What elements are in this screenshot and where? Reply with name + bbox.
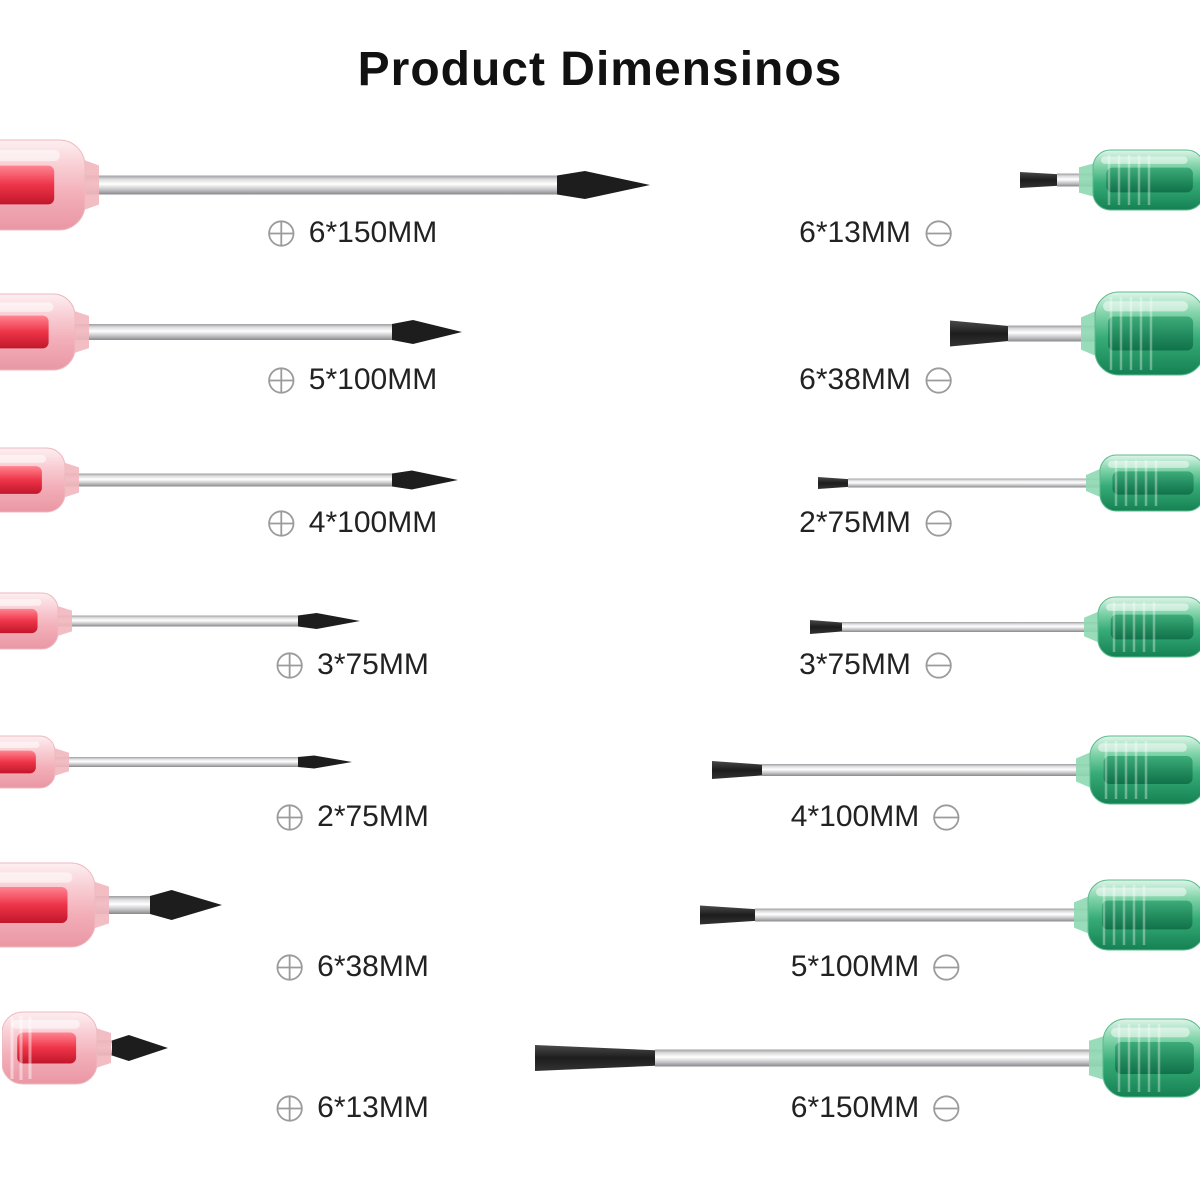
page-title: Product Dimensinos [357, 43, 843, 96]
phillips-screwdriver-6x150mm [0, 139, 650, 231]
size-text: 6*150MM [308, 216, 438, 249]
size-text: 6*13MM [317, 1091, 429, 1124]
dimension-label-phillips-6x38mm: 6*38MM [275, 950, 429, 984]
size-text: 3*75MM [317, 648, 429, 681]
slotted-circle-icon [924, 366, 953, 395]
size-text: 6*38MM [799, 363, 911, 396]
phillips-circle-icon [267, 366, 296, 395]
size-text: 5*100MM [308, 363, 438, 396]
dimension-label-slotted-4x100mm: 4*100MM [791, 800, 961, 834]
slotted-screwdriver-3x75mm [810, 596, 1200, 658]
slotted-circle-icon [932, 1094, 961, 1123]
phillips-circle-icon [275, 651, 304, 680]
slotted-screwdriver-2x75mm [818, 454, 1200, 512]
phillips-circle-icon [267, 219, 296, 248]
phillips-screwdriver-6x13mm [2, 1011, 168, 1085]
slotted-screwdriver-4x100mm [712, 735, 1200, 805]
dimension-label-phillips-4x100mm: 4*100MM [267, 506, 437, 540]
phillips-screwdriver-5x100mm [0, 293, 462, 371]
size-text: 2*75MM [317, 800, 429, 833]
size-text: 6*38MM [317, 950, 429, 983]
slotted-circle-icon [924, 651, 953, 680]
size-text: 5*100MM [790, 950, 920, 983]
dimension-label-slotted-6x150mm: 6*150MM [791, 1091, 961, 1125]
phillips-screwdriver-2x75mm [0, 735, 352, 789]
dimension-label-phillips-6x13mm: 6*13MM [275, 1091, 429, 1125]
slotted-screwdriver-5x100mm [700, 879, 1200, 951]
phillips-screwdriver-4x100mm [0, 447, 458, 513]
slotted-circle-icon [924, 509, 953, 538]
slotted-screwdriver-6x13mm [1020, 149, 1200, 211]
size-text: 6*13MM [799, 216, 911, 249]
slotted-circle-icon [932, 953, 961, 982]
phillips-circle-icon [275, 953, 304, 982]
phillips-circle-icon [275, 1094, 304, 1123]
size-text: 6*150MM [790, 1091, 920, 1124]
dimension-label-slotted-3x75mm: 3*75MM [799, 648, 953, 682]
slotted-screwdriver-6x38mm [950, 291, 1200, 375]
slotted-circle-icon [932, 803, 961, 832]
dimension-label-slotted-2x75mm: 2*75MM [799, 506, 953, 540]
dimension-label-phillips-2x75mm: 2*75MM [275, 800, 429, 834]
size-text: 3*75MM [799, 648, 911, 681]
phillips-screwdriver-3x75mm [0, 592, 360, 650]
dimension-label-phillips-5x100mm: 5*100MM [267, 363, 437, 397]
size-text: 4*100MM [308, 506, 438, 539]
slotted-screwdriver-6x150mm [535, 1018, 1200, 1098]
size-text: 2*75MM [799, 506, 911, 539]
phillips-screwdriver-6x38mm [0, 862, 222, 948]
dimension-label-phillips-6x150mm: 6*150MM [267, 216, 437, 250]
slotted-circle-icon [924, 219, 953, 248]
dimension-label-slotted-5x100mm: 5*100MM [791, 950, 961, 984]
dimension-label-slotted-6x38mm: 6*38MM [799, 363, 953, 397]
size-text: 4*100MM [790, 800, 920, 833]
phillips-circle-icon [267, 509, 296, 538]
dimension-label-slotted-6x13mm: 6*13MM [799, 216, 953, 250]
dimension-label-phillips-3x75mm: 3*75MM [275, 648, 429, 682]
phillips-circle-icon [275, 803, 304, 832]
